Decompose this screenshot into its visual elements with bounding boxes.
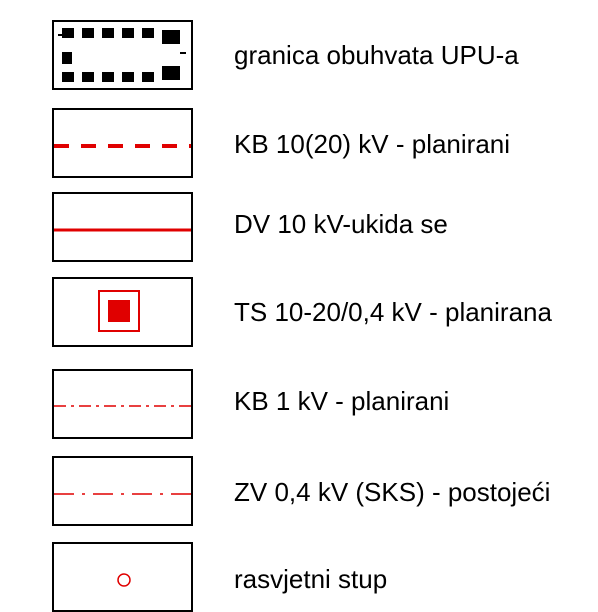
legend-label-dash-dot: KB 1 kV - planirani bbox=[234, 386, 450, 416]
legend-symbol-dash-dot bbox=[52, 369, 193, 439]
street-light-pole-icon bbox=[117, 573, 131, 587]
legend-symbol-dashed bbox=[52, 108, 193, 178]
legend-symbol-station bbox=[52, 277, 193, 347]
legend-label-dashed: KB 10(20) kV - planirani bbox=[234, 129, 511, 159]
red-dash-dot-line-icon bbox=[54, 405, 191, 407]
legend-symbol-circle bbox=[52, 542, 193, 612]
transformer-station-icon bbox=[98, 290, 140, 332]
legend-label-station: TS 10-20/0,4 kV - planirana bbox=[234, 297, 552, 327]
legend-label-boundary: granica obuhvata UPU-a bbox=[234, 40, 519, 70]
legend-label-long-dash-dot: ZV 0,4 kV (SKS) - postojeći bbox=[234, 477, 551, 507]
legend-label-circle: rasvjetni stup bbox=[234, 564, 388, 594]
legend-label-solid: DV 10 kV-ukida se bbox=[234, 209, 448, 239]
legend-symbol-boundary bbox=[52, 20, 193, 90]
red-dashed-line-icon bbox=[54, 144, 191, 148]
red-solid-line-icon bbox=[54, 228, 191, 232]
red-long-dash-dot-line-icon bbox=[54, 493, 191, 495]
legend-symbol-solid bbox=[52, 192, 193, 262]
legend-symbol-long-dash-dot bbox=[52, 456, 193, 526]
boundary-hatched-icon bbox=[58, 28, 186, 82]
